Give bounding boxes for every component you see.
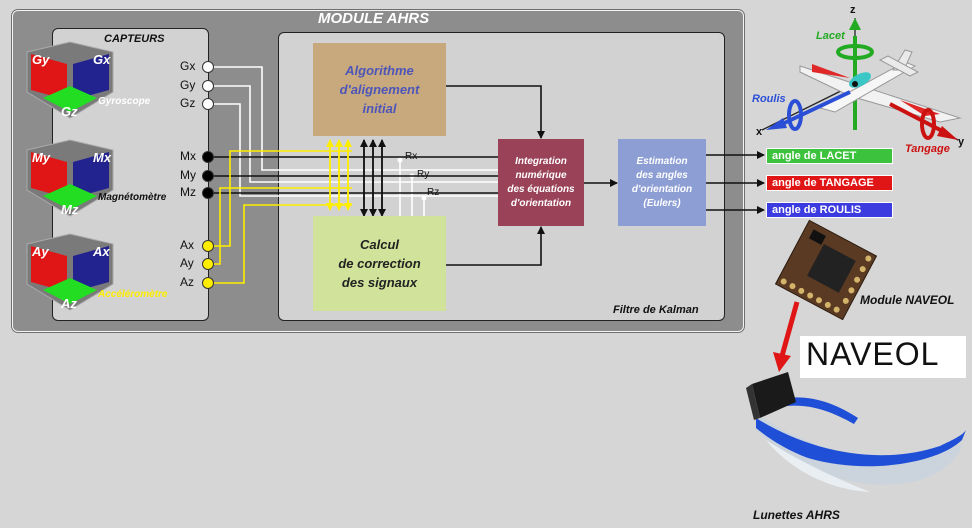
sensor-axis-label: Ax xyxy=(93,244,110,259)
signal-ry: Ry xyxy=(417,169,430,180)
gyro-wires xyxy=(214,66,500,216)
alignment-to-integration xyxy=(446,85,545,139)
roll-arrow-head xyxy=(766,118,787,130)
airplane-center xyxy=(852,81,858,87)
sensor-name: Magnétomètre xyxy=(98,192,167,203)
yaw-label: Lacet xyxy=(816,30,845,42)
correction-block: Calcul de correction des signaux xyxy=(313,216,446,311)
ahrs-glasses xyxy=(746,372,966,492)
yaw-arrow-head xyxy=(849,18,861,30)
correction-to-integration xyxy=(446,226,545,266)
estimation-line: (Eulers) xyxy=(643,197,681,209)
accel-wires xyxy=(214,150,352,284)
airplane-stabilizer xyxy=(878,55,920,77)
integration-line: Integration xyxy=(515,155,567,167)
integration-line: numérique xyxy=(515,169,567,181)
pin-connector-gy xyxy=(202,80,214,92)
sensor-name: Accéléromètre xyxy=(98,289,168,300)
pin-connector-az xyxy=(202,277,214,289)
sensor-axis-label: Mx xyxy=(93,150,112,165)
accel-vertical-arrows xyxy=(326,139,352,211)
sensor-axis-label: Ay xyxy=(32,244,49,259)
signal-rz: Rz xyxy=(427,187,440,198)
estimation-block: Estimation des angles d'orientation (Eul… xyxy=(618,139,706,226)
estimation-line: Estimation xyxy=(636,155,688,167)
pin-label-gz: Gz xyxy=(180,96,196,110)
naveol-logo-text: NAVEOL xyxy=(806,336,940,372)
pin-connector-ay xyxy=(202,258,214,270)
wing-stripe-left xyxy=(812,64,850,78)
rz-node xyxy=(421,195,427,201)
sensor-axis-label: My xyxy=(32,150,51,165)
module-title: MODULE AHRS xyxy=(318,10,430,27)
correction-line: Calcul xyxy=(359,237,399,252)
pin-label-ax: Ax xyxy=(180,238,195,252)
correction-line: de correction xyxy=(338,256,421,271)
roll-label: Roulis xyxy=(752,93,786,105)
integration-block: Integration numérique des équations d'or… xyxy=(498,139,584,226)
pin-connector-mx xyxy=(202,151,214,163)
estimation-line: d'orientation xyxy=(631,183,693,195)
device-arrow-head xyxy=(773,352,791,372)
integration-line: d'orientation xyxy=(510,197,572,209)
sensor-axis-label: Gy xyxy=(32,52,50,67)
mag-wires xyxy=(214,156,500,194)
sensor-axis-label: Gx xyxy=(93,52,111,67)
correction-line: des signaux xyxy=(341,275,418,290)
naveol-logo-box xyxy=(800,336,966,378)
sensor-axis-label: Gz xyxy=(61,104,78,119)
sensor-axis-label: Mz xyxy=(61,202,79,217)
pitch-axis-arrow xyxy=(889,102,949,136)
glasses-label: Lunettes AHRS xyxy=(753,508,840,522)
airplane-fuselage xyxy=(818,61,917,113)
z-axis-label: z xyxy=(850,4,856,16)
signal-rx: Rx xyxy=(405,151,418,162)
pin-connector-gz xyxy=(202,98,214,110)
pin-label-ay: Ay xyxy=(180,256,194,270)
integration-line: des équations xyxy=(507,183,575,195)
x-axis-label: x xyxy=(756,126,763,138)
pin-label-az: Az xyxy=(180,275,195,289)
pin-connector-my xyxy=(202,170,214,182)
output-roll-label: angle de ROULIS xyxy=(766,202,893,218)
alignment-line: initial xyxy=(362,101,397,116)
alignment-line: Algorithme xyxy=(345,63,414,78)
device-arrow xyxy=(779,301,800,357)
yaw-rotation-ring xyxy=(836,44,874,60)
pin-label-gy: Gy xyxy=(180,78,196,92)
pin-label-my: My xyxy=(180,168,196,182)
sensor-axis-label: Az xyxy=(61,296,77,311)
pin-connector-gx xyxy=(202,61,214,73)
roll-rotation-ring xyxy=(787,99,803,131)
estimation-line: des angles xyxy=(636,169,688,181)
pin-label-gx: Gx xyxy=(180,59,196,73)
naveol-chip xyxy=(774,219,878,321)
output-yaw-label: angle de LACET xyxy=(766,148,893,164)
alignment-block: Algorithme d'alignement initial xyxy=(313,43,446,136)
pin-label-mx: Mx xyxy=(180,149,196,163)
naveol-module-label: Module NAVEOL xyxy=(860,293,955,307)
pitch-label: Tangage xyxy=(905,143,950,155)
pitch-rotation-ring xyxy=(920,108,936,140)
mag-vertical-arrows xyxy=(360,139,386,217)
pin-connector-mz xyxy=(202,187,214,199)
sensor-name: Gyroscope xyxy=(98,96,151,107)
pin-label-mz: Mz xyxy=(180,185,196,199)
sensors-title: CAPTEURS xyxy=(104,33,165,45)
y-axis-label: y xyxy=(958,136,965,148)
pitch-arrow-head xyxy=(937,126,958,140)
alignment-line: d'alignement xyxy=(339,82,420,97)
pin-connector-ax xyxy=(202,240,214,252)
output-arrows xyxy=(706,151,765,214)
output-pitch-label: angle de TANGAGE xyxy=(766,175,893,191)
rx-node xyxy=(397,157,403,163)
kalman-label: Filtre de Kalman xyxy=(613,304,699,316)
